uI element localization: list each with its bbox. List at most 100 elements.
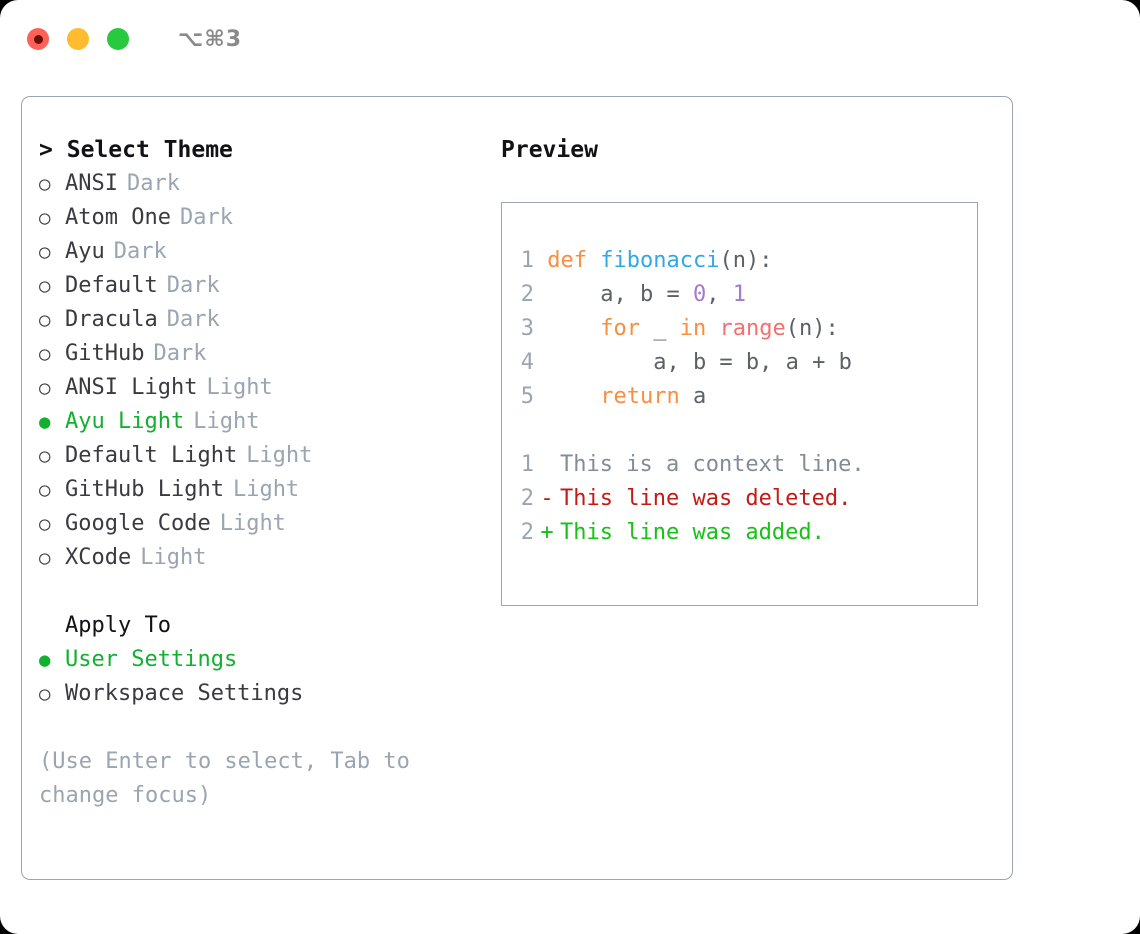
code-token-kw: def — [547, 248, 601, 273]
diff-sign: - — [540, 486, 554, 511]
radio-unselected-icon: ○ — [39, 547, 51, 569]
code-token-plain: a, b = — [547, 282, 693, 307]
diff-text: This is a context line. — [560, 452, 865, 477]
code-line-number: 4 — [520, 350, 534, 375]
diff-text: This line was added. — [560, 520, 825, 545]
diff-line-number: 2 — [520, 486, 534, 511]
diff-text: This line was deleted. — [560, 486, 852, 511]
apply-to-list: ● User Settings ○Workspace Settings — [39, 643, 489, 711]
diff-line: 2-This line was deleted. — [520, 482, 865, 516]
theme-item-ayu-light[interactable]: ● Ayu Light Light — [39, 405, 489, 439]
radio-unselected-icon: ○ — [39, 479, 51, 501]
diff-line-number: 1 — [520, 452, 534, 477]
code-token-num: 0 — [692, 282, 707, 307]
keyboard-shortcut-label: ⌥⌘3 — [178, 26, 243, 52]
theme-item-variant-tag: Light — [246, 443, 313, 468]
theme-item-label: Default Light — [65, 443, 238, 468]
theme-item-variant-tag: Dark — [153, 341, 207, 366]
code-line: 3 for _ in range(n): — [520, 312, 865, 346]
title-bar: ⌥⌘3 — [0, 0, 1140, 78]
code-token-plain: (n): — [719, 248, 773, 273]
radio-unselected-icon: ○ — [39, 445, 51, 467]
radio-unselected-icon: ○ — [39, 207, 51, 229]
theme-item-label: Google Code — [65, 511, 211, 536]
theme-item-label: Ayu Light — [65, 409, 185, 434]
theme-item-variant-tag: Light — [219, 511, 286, 536]
apply-to-heading: Apply To — [65, 613, 171, 638]
code-line: 5 return a — [520, 380, 865, 414]
radio-unselected-icon: ○ — [39, 513, 51, 535]
radio-unselected-icon: ○ — [39, 377, 51, 399]
code-token-fn: fibonacci — [600, 248, 720, 273]
theme-item-variant-tag: Light — [140, 545, 207, 570]
hint-gap — [39, 711, 489, 745]
theme-item-ansi-light[interactable]: ○ ANSI Light Light — [39, 371, 489, 405]
close-button[interactable] — [27, 28, 49, 50]
theme-item-label: Atom One — [65, 205, 171, 230]
code-token-kw: in — [679, 316, 707, 341]
theme-item-variant-tag: Dark — [166, 273, 220, 298]
theme-item-variant-tag: Dark — [113, 239, 167, 264]
preview-column: Preview — [501, 133, 991, 167]
diff-sign — [534, 448, 560, 482]
theme-item-default-light[interactable]: ○ Default Light Light — [39, 439, 489, 473]
theme-item-label: Default — [65, 273, 158, 298]
theme-item-label: ANSI Light — [65, 375, 198, 400]
theme-item-variant-tag: Light — [206, 375, 273, 400]
diff-sign: + — [540, 520, 554, 545]
code-token-plain — [706, 316, 719, 341]
code-token-plain: a, b = b, a + b — [547, 350, 852, 375]
code-line: 1 def fibonacci(n): — [520, 244, 865, 278]
code-line-number: 2 — [520, 282, 534, 307]
preview-heading: Preview — [501, 137, 598, 163]
radio-unselected-icon: ○ — [39, 343, 51, 365]
radio-selected-icon: ● — [39, 411, 51, 433]
apply-to-item-user-settings[interactable]: ● User Settings — [39, 643, 489, 677]
radio-unselected-icon: ○ — [39, 683, 51, 705]
code-token-plain: a — [679, 384, 707, 409]
select-theme-heading: > Select Theme — [39, 133, 489, 167]
code-token-plain: _ — [639, 316, 680, 341]
theme-item-google-code[interactable]: ○ Google Code Light — [39, 507, 489, 541]
maximize-button[interactable] — [107, 28, 129, 50]
theme-item-label: ANSI — [65, 171, 118, 196]
code-token-kw: return — [600, 384, 680, 409]
code-line-number: 1 — [520, 248, 534, 273]
radio-unselected-icon: ○ — [39, 173, 51, 195]
theme-item-label: Ayu — [65, 239, 105, 264]
code-token-plain: , — [706, 282, 733, 307]
select-theme-title: Select Theme — [66, 137, 233, 163]
code-line: 4 a, b = b, a + b — [520, 346, 865, 380]
theme-item-variant-tag: Dark — [166, 307, 220, 332]
theme-item-atom-one[interactable]: ○ Atom One Dark — [39, 201, 489, 235]
theme-item-variant-tag: Dark — [179, 205, 233, 230]
apply-to-item-workspace-settings[interactable]: ○Workspace Settings — [39, 677, 489, 711]
diff-line-number: 2 — [520, 520, 534, 545]
theme-item-label: GitHub Light — [65, 477, 224, 502]
code-token-plain — [547, 384, 600, 409]
code-diff-separator — [520, 414, 865, 448]
code-token-plain: (n): — [785, 316, 839, 341]
code-token-kw: for — [600, 316, 640, 341]
code-line-number: 3 — [520, 316, 534, 341]
apply-to-item-label: User Settings — [65, 647, 238, 672]
minimize-button[interactable] — [67, 28, 89, 50]
diff-line: 2+This line was added. — [520, 516, 865, 550]
radio-selected-icon: ● — [39, 649, 51, 671]
theme-item-variant-tag: Light — [193, 409, 260, 434]
code-token-num: 1 — [732, 282, 746, 307]
theme-item-label: Dracula — [65, 307, 158, 332]
